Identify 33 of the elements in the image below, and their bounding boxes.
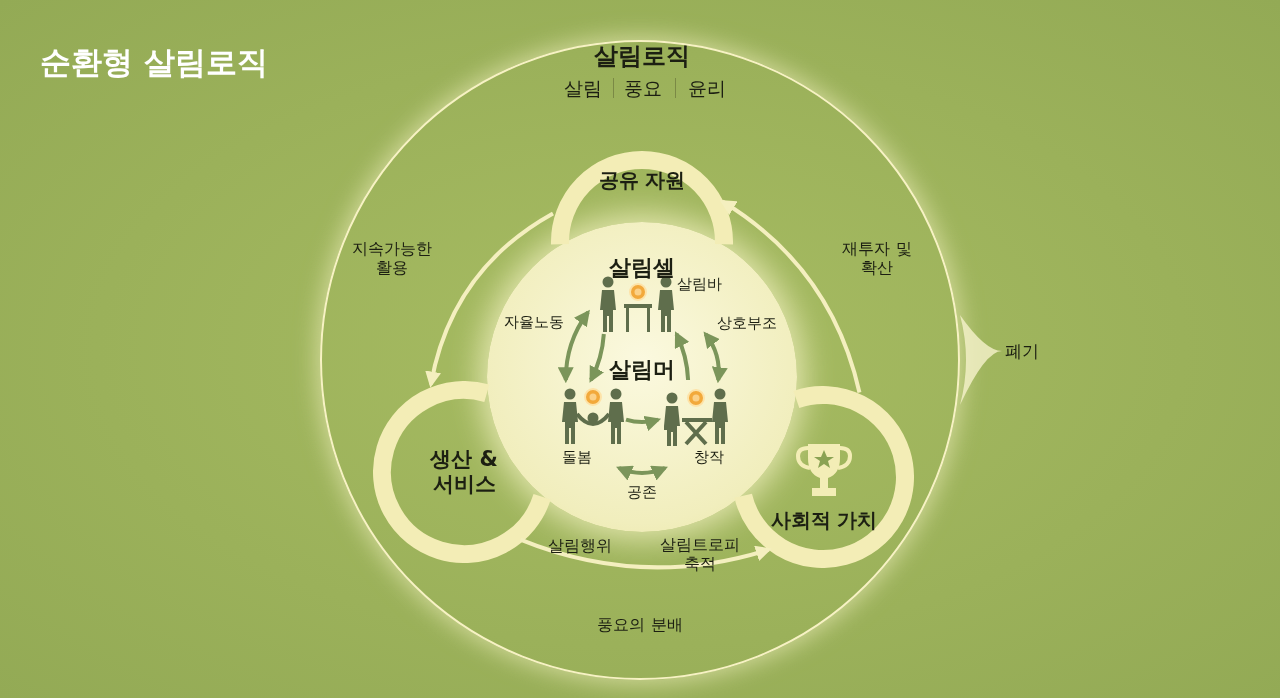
edge-label: 공존 [627, 483, 657, 501]
keyword-text: 살림 [564, 76, 602, 100]
flow-label: 살림행위 [548, 536, 612, 556]
arrow [674, 331, 691, 381]
edge-label: 재투자 및 확산 [841, 238, 913, 278]
node-label: 돌봄 [562, 448, 592, 466]
edge-label: 자율노동 [504, 313, 564, 331]
node-label: 공유 자원 [598, 168, 686, 192]
arrow [719, 199, 862, 394]
arrow [616, 465, 668, 481]
keyword-text: 윤리 [688, 76, 726, 100]
keyword-text: 풍요 [624, 76, 662, 100]
arrow [625, 415, 662, 431]
node-label: 폐기 [1005, 340, 1039, 362]
flow-label: 살림트로피 축적 [659, 534, 741, 574]
edge-label: 지속가능한 활용 [351, 238, 433, 278]
title-text: 순환형 살림로직 [40, 44, 268, 82]
node-label: 창작 [694, 448, 724, 466]
node-label: 살림머 [609, 356, 675, 384]
edge-label: 상호부조 [717, 314, 777, 332]
arrow [558, 309, 590, 384]
arrow [519, 537, 772, 570]
glow-flare [960, 315, 1002, 405]
node-label: 사회적 가치 [770, 508, 878, 532]
edge-label: 풍요의 분배 [597, 615, 683, 635]
outer-circle [320, 40, 960, 680]
arrow [425, 211, 554, 388]
circle-title: 살림로직 [594, 41, 690, 71]
arrow [703, 331, 728, 384]
node-label: 살림바 [676, 275, 722, 293]
arrow [589, 333, 606, 383]
node-label: 생산 & 서비스 [429, 446, 499, 498]
node-label: 살림셀 [609, 254, 675, 282]
